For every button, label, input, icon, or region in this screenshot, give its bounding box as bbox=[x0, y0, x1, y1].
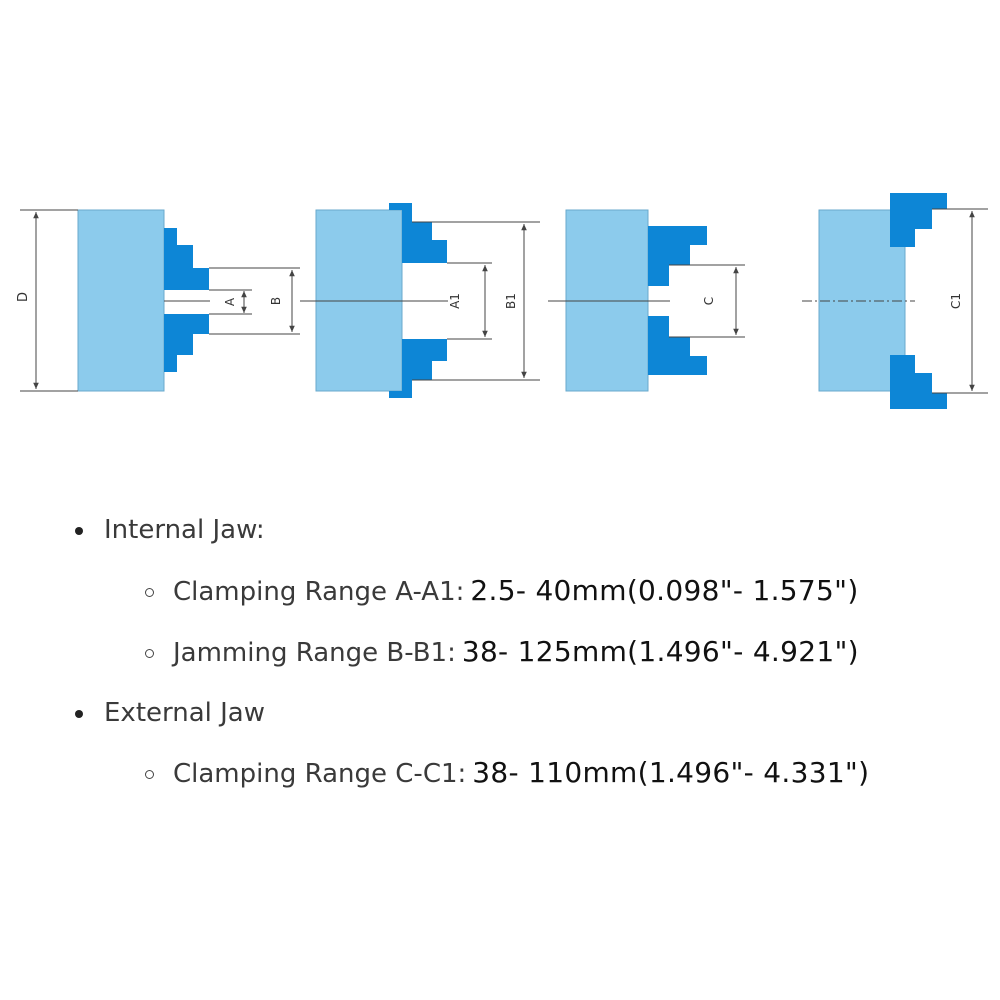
jaw-lower bbox=[164, 314, 209, 372]
circle-bullet-icon bbox=[145, 649, 154, 658]
heading-internal-jaw: Internal Jaw: bbox=[104, 515, 265, 545]
spec-item: Clamping Range A-A1:2.5- 40mm(0.098"- 1.… bbox=[173, 574, 859, 607]
spec-item: Clamping Range C-C1:38- 110mm(1.496"- 4.… bbox=[173, 756, 869, 789]
spec-value: 2.5- 40mm(0.098"- 1.575") bbox=[470, 574, 859, 607]
bullet-icon bbox=[75, 710, 83, 718]
circle-bullet-icon bbox=[145, 770, 154, 779]
spec-label: Jamming Range B-B1: bbox=[173, 638, 456, 668]
jaw-lower bbox=[389, 339, 447, 398]
jaw-upper bbox=[648, 226, 707, 286]
label-c: C bbox=[702, 297, 716, 305]
figure-internal-jaw-max: A1 B1 bbox=[300, 203, 540, 398]
figure-internal-jaw-min: D A B bbox=[16, 209, 300, 392]
jaw-lower bbox=[890, 355, 947, 409]
label-c1: C1 bbox=[949, 293, 963, 309]
label-a1: A1 bbox=[448, 293, 462, 309]
figure-external-jaw-min: C bbox=[548, 209, 745, 392]
jaw-dimension-diagram: D A B A1 B1 C bbox=[16, 193, 988, 409]
spec-item: Jamming Range B-B1:38- 125mm(1.496"- 4.9… bbox=[173, 635, 859, 668]
bullet-icon bbox=[75, 527, 83, 535]
spec-label: Clamping Range A-A1: bbox=[173, 577, 465, 607]
spec-label: Clamping Range C-C1: bbox=[173, 759, 467, 789]
spec-value: 38- 110mm(1.496"- 4.331") bbox=[472, 756, 870, 789]
label-b1: B1 bbox=[504, 293, 518, 309]
jaw-upper bbox=[389, 203, 447, 263]
heading-external-jaw: External Jaw bbox=[104, 698, 266, 728]
label-b: B bbox=[269, 297, 283, 305]
label-d: D bbox=[16, 292, 31, 302]
label-a: A bbox=[223, 297, 237, 306]
jaw-lower bbox=[648, 316, 707, 375]
figure-external-jaw-max: C1 bbox=[802, 193, 988, 409]
chuck-body bbox=[77, 209, 165, 392]
circle-bullet-icon bbox=[145, 588, 154, 597]
jaw-upper bbox=[890, 193, 947, 247]
jaw-upper bbox=[164, 228, 209, 290]
spec-value: 38- 125mm(1.496"- 4.921") bbox=[461, 635, 859, 668]
